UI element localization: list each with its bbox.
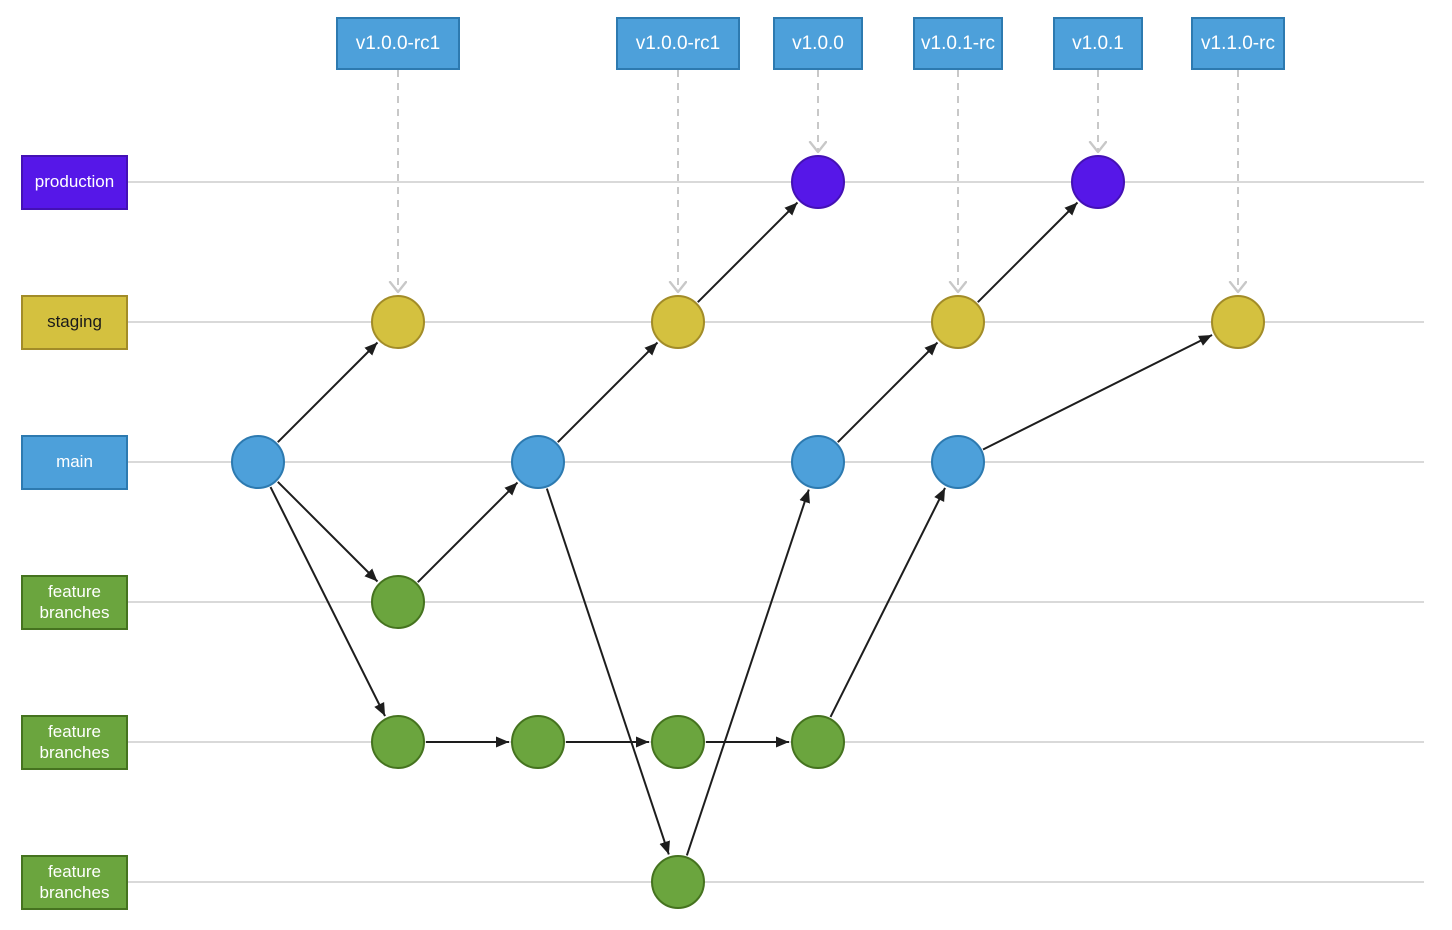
release-tag-v1.0.1-rc: v1.0.1-rc [913,17,1003,70]
merge-arrow [545,488,670,855]
merge-arrow [685,489,810,856]
commit-node-feature2-2 [511,715,565,769]
merge-arrow [417,481,519,583]
commit-node-main-5 [931,435,985,489]
lane-label-feature-branches-2: feature branches [21,715,128,770]
commit-node-staging-5 [931,295,985,349]
merge-arrow [977,201,1079,303]
commit-node-main-0 [231,435,285,489]
merge-arrow [697,201,799,303]
commit-node-main-2 [511,435,565,489]
commit-node-production-6 [1071,155,1125,209]
commit-node-main-4 [791,435,845,489]
merge-arrow [982,334,1213,451]
merge-arrow [277,481,379,583]
lane-label-production: production [21,155,128,210]
commit-node-production-4 [791,155,845,209]
commit-node-feature2-1 [371,715,425,769]
lane-label-staging: staging [21,295,128,350]
release-tag-v1.0.0-rc1-first: v1.0.0-rc1 [336,17,460,70]
lane-label-main: main [21,435,128,490]
merge-arrow [837,341,939,443]
commit-node-feature1-1 [371,575,425,629]
release-tag-v1.0.0-rc1-second: v1.0.0-rc1 [616,17,740,70]
commit-node-staging-7 [1211,295,1265,349]
merge-arrow [269,486,386,717]
commit-node-staging-3 [651,295,705,349]
merge-arrow [557,341,659,443]
release-tag-v1.0.0: v1.0.0 [773,17,863,70]
lane-label-feature-branches-1: feature branches [21,575,128,630]
commit-node-feature2-3 [651,715,705,769]
commit-node-staging-1 [371,295,425,349]
release-tag-v1.1.0-rc: v1.1.0-rc [1191,17,1285,70]
merge-arrow [277,341,379,443]
release-tag-v1.0.1: v1.0.1 [1053,17,1143,70]
commit-node-feature3-3 [651,855,705,909]
lane-label-feature-branches-3: feature branches [21,855,128,910]
commit-node-feature2-4 [791,715,845,769]
merge-arrow [829,487,946,718]
